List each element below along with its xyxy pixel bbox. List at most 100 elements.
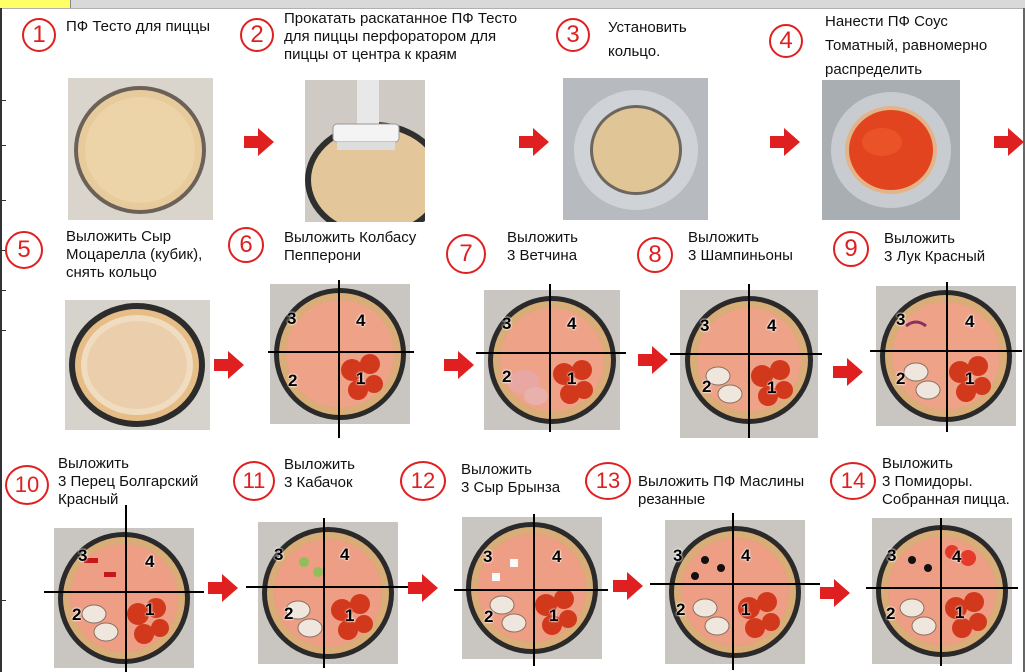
right-arrow-icon xyxy=(638,345,668,375)
quadrant-label: 3 xyxy=(483,547,492,567)
right-arrow-icon xyxy=(770,127,800,157)
step-label: Нанести ПФ Соус Томатный, равномерно рас… xyxy=(825,10,987,82)
right-arrow-icon xyxy=(994,127,1024,157)
right-arrow-icon xyxy=(214,350,244,380)
step-number-badge: 4 xyxy=(769,24,803,58)
quadrant-label: 4 xyxy=(965,312,974,332)
quadrant-label: 2 xyxy=(886,604,895,624)
step-label: Выложить Сыр Моцарелла (кубик), снять ко… xyxy=(66,228,202,282)
quadrant-label: 3 xyxy=(896,310,905,330)
step-number-badge: 3 xyxy=(556,18,590,52)
row-tick xyxy=(0,100,6,101)
row-tick xyxy=(0,600,6,601)
step-label: Выложить 3 Сыр Брынза xyxy=(461,461,560,497)
ring-photo xyxy=(563,78,708,220)
quadrant-divider-v xyxy=(748,284,750,438)
pizza-quadrant-photo xyxy=(665,520,805,664)
step-number-badge: 14 xyxy=(830,462,876,500)
quadrant-divider-h xyxy=(246,586,408,588)
selected-cell[interactable] xyxy=(0,0,71,8)
right-arrow-icon xyxy=(408,573,438,603)
pizza-quadrant-photo xyxy=(462,517,602,659)
quadrant-divider-v xyxy=(940,518,942,666)
quadrant-label: 1 xyxy=(345,606,354,626)
step-number-badge: 2 xyxy=(240,18,274,52)
quadrant-label: 4 xyxy=(340,545,349,565)
quadrant-label: 2 xyxy=(896,369,905,389)
perforator-photo xyxy=(305,80,425,222)
step-number-badge: 13 xyxy=(585,462,631,500)
quadrant-divider-v xyxy=(533,514,535,666)
quadrant-label: 1 xyxy=(549,606,558,626)
row-tick xyxy=(0,330,6,331)
quadrant-label: 3 xyxy=(274,545,283,565)
step-label: ПФ Тесто для пиццы xyxy=(66,18,210,36)
step-number-badge: 5 xyxy=(5,231,43,269)
quadrant-divider-v xyxy=(732,513,734,670)
quadrant-label: 1 xyxy=(965,369,974,389)
quadrant-label: 1 xyxy=(741,600,750,620)
quadrant-label: 1 xyxy=(356,369,365,389)
right-arrow-icon xyxy=(444,350,474,380)
quadrant-label: 4 xyxy=(552,547,561,567)
step-label: Выложить Колбасу Пепперони xyxy=(284,229,416,265)
quadrant-label: 2 xyxy=(702,377,711,397)
quadrant-label: 2 xyxy=(284,604,293,624)
right-arrow-icon xyxy=(820,578,850,608)
quadrant-label: 4 xyxy=(767,316,776,336)
quadrant-label: 1 xyxy=(145,600,154,620)
step-label: Выложить 3 Кабачок xyxy=(284,456,355,492)
step-number-badge: 8 xyxy=(637,237,673,273)
pizza-quadrant-photo xyxy=(872,518,1012,664)
step-number-badge: 12 xyxy=(400,461,446,501)
step-number-badge: 10 xyxy=(5,465,49,505)
quadrant-label: 2 xyxy=(288,371,297,391)
quadrant-label: 3 xyxy=(287,309,296,329)
step-label: Выложить 3 Шампиньоны xyxy=(688,229,793,265)
quadrant-label: 1 xyxy=(567,369,576,389)
step-label: Выложить 3 Ветчина xyxy=(507,229,578,265)
quadrant-label: 2 xyxy=(502,367,511,387)
quadrant-label: 3 xyxy=(502,314,511,334)
quadrant-divider-h xyxy=(44,591,204,593)
quadrant-divider-v xyxy=(946,282,948,432)
step-number-badge: 7 xyxy=(446,234,486,274)
step-number-badge: 1 xyxy=(22,18,56,52)
quadrant-divider-h xyxy=(650,583,820,585)
step-number-badge: 11 xyxy=(233,461,275,501)
step-label: Прокатать раскатанное ПФ Тесто для пиццы… xyxy=(284,10,517,64)
quadrant-divider-v xyxy=(549,284,551,432)
pizza-quadrant-photo xyxy=(54,528,194,668)
row-tick xyxy=(0,145,6,146)
right-arrow-icon xyxy=(244,127,274,157)
step-label: Выложить ПФ Маслины резанные xyxy=(638,473,804,509)
quadrant-label: 4 xyxy=(952,547,961,567)
quadrant-divider-h xyxy=(670,353,822,355)
left-border xyxy=(0,8,2,672)
quadrant-label: 2 xyxy=(484,607,493,627)
step-label: Выложить 3 Лук Красный xyxy=(884,230,985,266)
cheese-photo xyxy=(65,300,210,430)
right-arrow-icon xyxy=(833,357,863,387)
step-label: Выложить 3 Помидоры. Собранная пицца. xyxy=(882,455,1010,509)
quadrant-label: 3 xyxy=(700,316,709,336)
quadrant-divider-v xyxy=(125,505,127,672)
pizza-quadrant-photo xyxy=(258,522,398,664)
quadrant-label: 3 xyxy=(78,546,87,566)
right-arrow-icon xyxy=(613,571,643,601)
dough-photo xyxy=(68,78,213,220)
step-number-badge: 6 xyxy=(228,227,264,263)
quadrant-label: 2 xyxy=(72,605,81,625)
quadrant-label: 4 xyxy=(145,552,154,572)
quadrant-divider-v xyxy=(323,518,325,668)
quadrant-label: 1 xyxy=(955,603,964,623)
quadrant-label: 4 xyxy=(356,311,365,331)
right-arrow-icon xyxy=(519,127,549,157)
step-label: Установить кольцо. xyxy=(608,16,687,64)
step-label: Выложить 3 Перец Болгарский Красный xyxy=(58,455,198,509)
step-number-badge: 9 xyxy=(833,231,869,267)
quadrant-label: 3 xyxy=(673,546,682,566)
right-arrow-icon xyxy=(208,573,238,603)
quadrant-label: 4 xyxy=(741,546,750,566)
toolbar-strip xyxy=(0,0,1025,9)
